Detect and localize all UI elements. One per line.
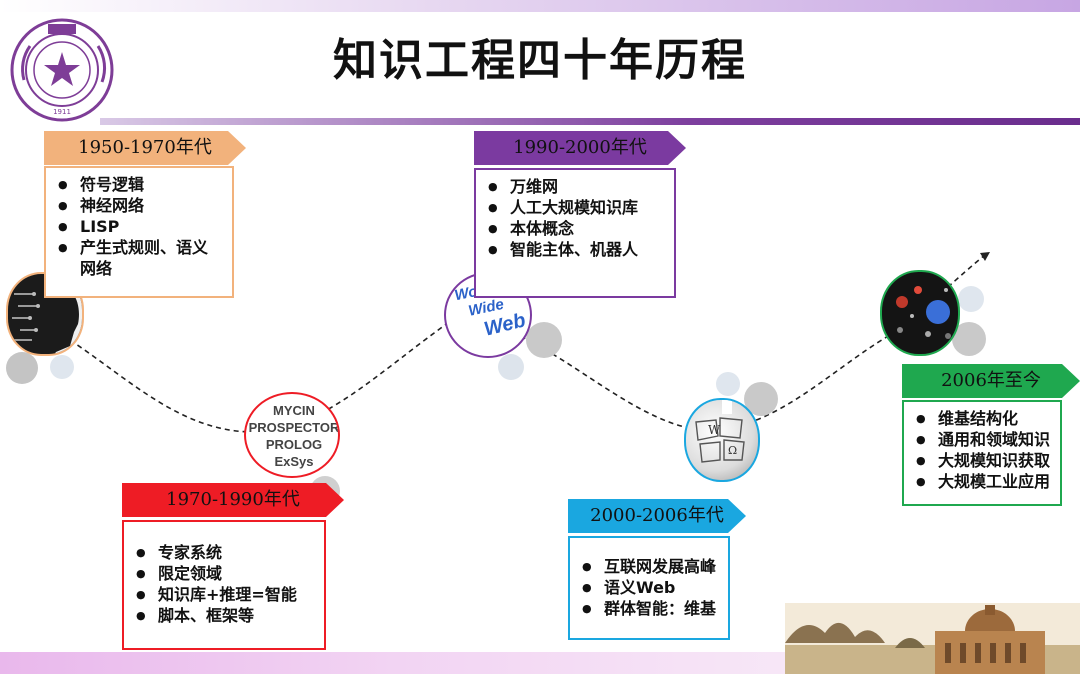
era-box-1970-1990: 专家系统 限定领域 知识库+推理=智能 脚本、框架等 (122, 520, 326, 650)
era-banner-1970-1990: 1970-1990年代 (122, 483, 344, 517)
list-item: 知识库+推理=智能 (134, 584, 314, 605)
list-item: 万维网 (486, 176, 664, 197)
wikipedia-globe-node: W Ω (684, 398, 760, 482)
campus-building-photo (785, 603, 1080, 674)
milestone-label: MYCIN (273, 403, 315, 418)
list-item: LISP (56, 216, 222, 237)
era-banner-2006-now: 2006年至今 (902, 364, 1080, 398)
decorative-dot (6, 352, 38, 384)
list-item: 脚本、框架等 (134, 605, 314, 626)
list-item: 本体概念 (486, 218, 664, 239)
list-item: 语义Web (580, 577, 718, 598)
list-item: 通用和领域知识 (914, 429, 1050, 450)
era-box-2000-2006: 互联网发展高峰 语义Web 群体智能：维基 (568, 536, 730, 640)
list-item: 产生式规则、语义网络 (56, 237, 222, 279)
svg-text:1911: 1911 (53, 108, 71, 116)
decorative-dot (716, 372, 740, 396)
university-logo: 1911 (10, 18, 114, 122)
top-decoration-strip (0, 0, 1080, 12)
decorative-dot (498, 354, 524, 380)
era-banner-2000-2006: 2000-2006年代 (568, 499, 746, 533)
list-item: 互联网发展高峰 (580, 556, 718, 577)
era-box-2006-now: 维基结构化 通用和领域知识 大规模知识获取 大规模工业应用 (902, 400, 1062, 506)
decorative-dot (526, 322, 562, 358)
list-item: 专家系统 (134, 542, 314, 563)
milestone-label: ExSys (274, 454, 314, 469)
svg-text:W: W (708, 423, 721, 437)
list-item: 人工大规模知识库 (486, 197, 664, 218)
title-underline (100, 118, 1080, 125)
list-item: 神经网络 (56, 195, 222, 216)
list-item: 智能主体、机器人 (486, 239, 664, 260)
era-box-1950-1970: 符号逻辑 神经网络 LISP 产生式规则、语义网络 (44, 166, 234, 298)
list-item: 维基结构化 (914, 408, 1050, 429)
era-banner-1950-1970: 1950-1970年代 (44, 131, 246, 165)
list-item: 限定领域 (134, 563, 314, 584)
page-title: 知识工程四十年历程 (333, 35, 747, 86)
list-item: 大规模知识获取 (914, 450, 1050, 471)
bottom-decoration-strip (0, 652, 790, 674)
decorative-dot (958, 286, 984, 312)
milestone-label: PROSPECTOR (248, 420, 340, 435)
decorative-dot (50, 355, 74, 379)
list-item: 群体智能：维基 (580, 598, 718, 619)
list-item: 大规模工业应用 (914, 471, 1050, 492)
svg-text:Ω: Ω (728, 444, 737, 457)
milestone-label: PROLOG (265, 437, 323, 452)
knowledge-graph-node (880, 270, 960, 356)
list-item: 符号逻辑 (56, 174, 222, 195)
expert-systems-node: MYCIN PROSPECTOR PROLOG ExSys (244, 392, 340, 478)
era-box-1990-2000: 万维网 人工大规模知识库 本体概念 智能主体、机器人 (474, 168, 676, 298)
era-banner-1990-2000: 1990-2000年代 (474, 131, 686, 165)
